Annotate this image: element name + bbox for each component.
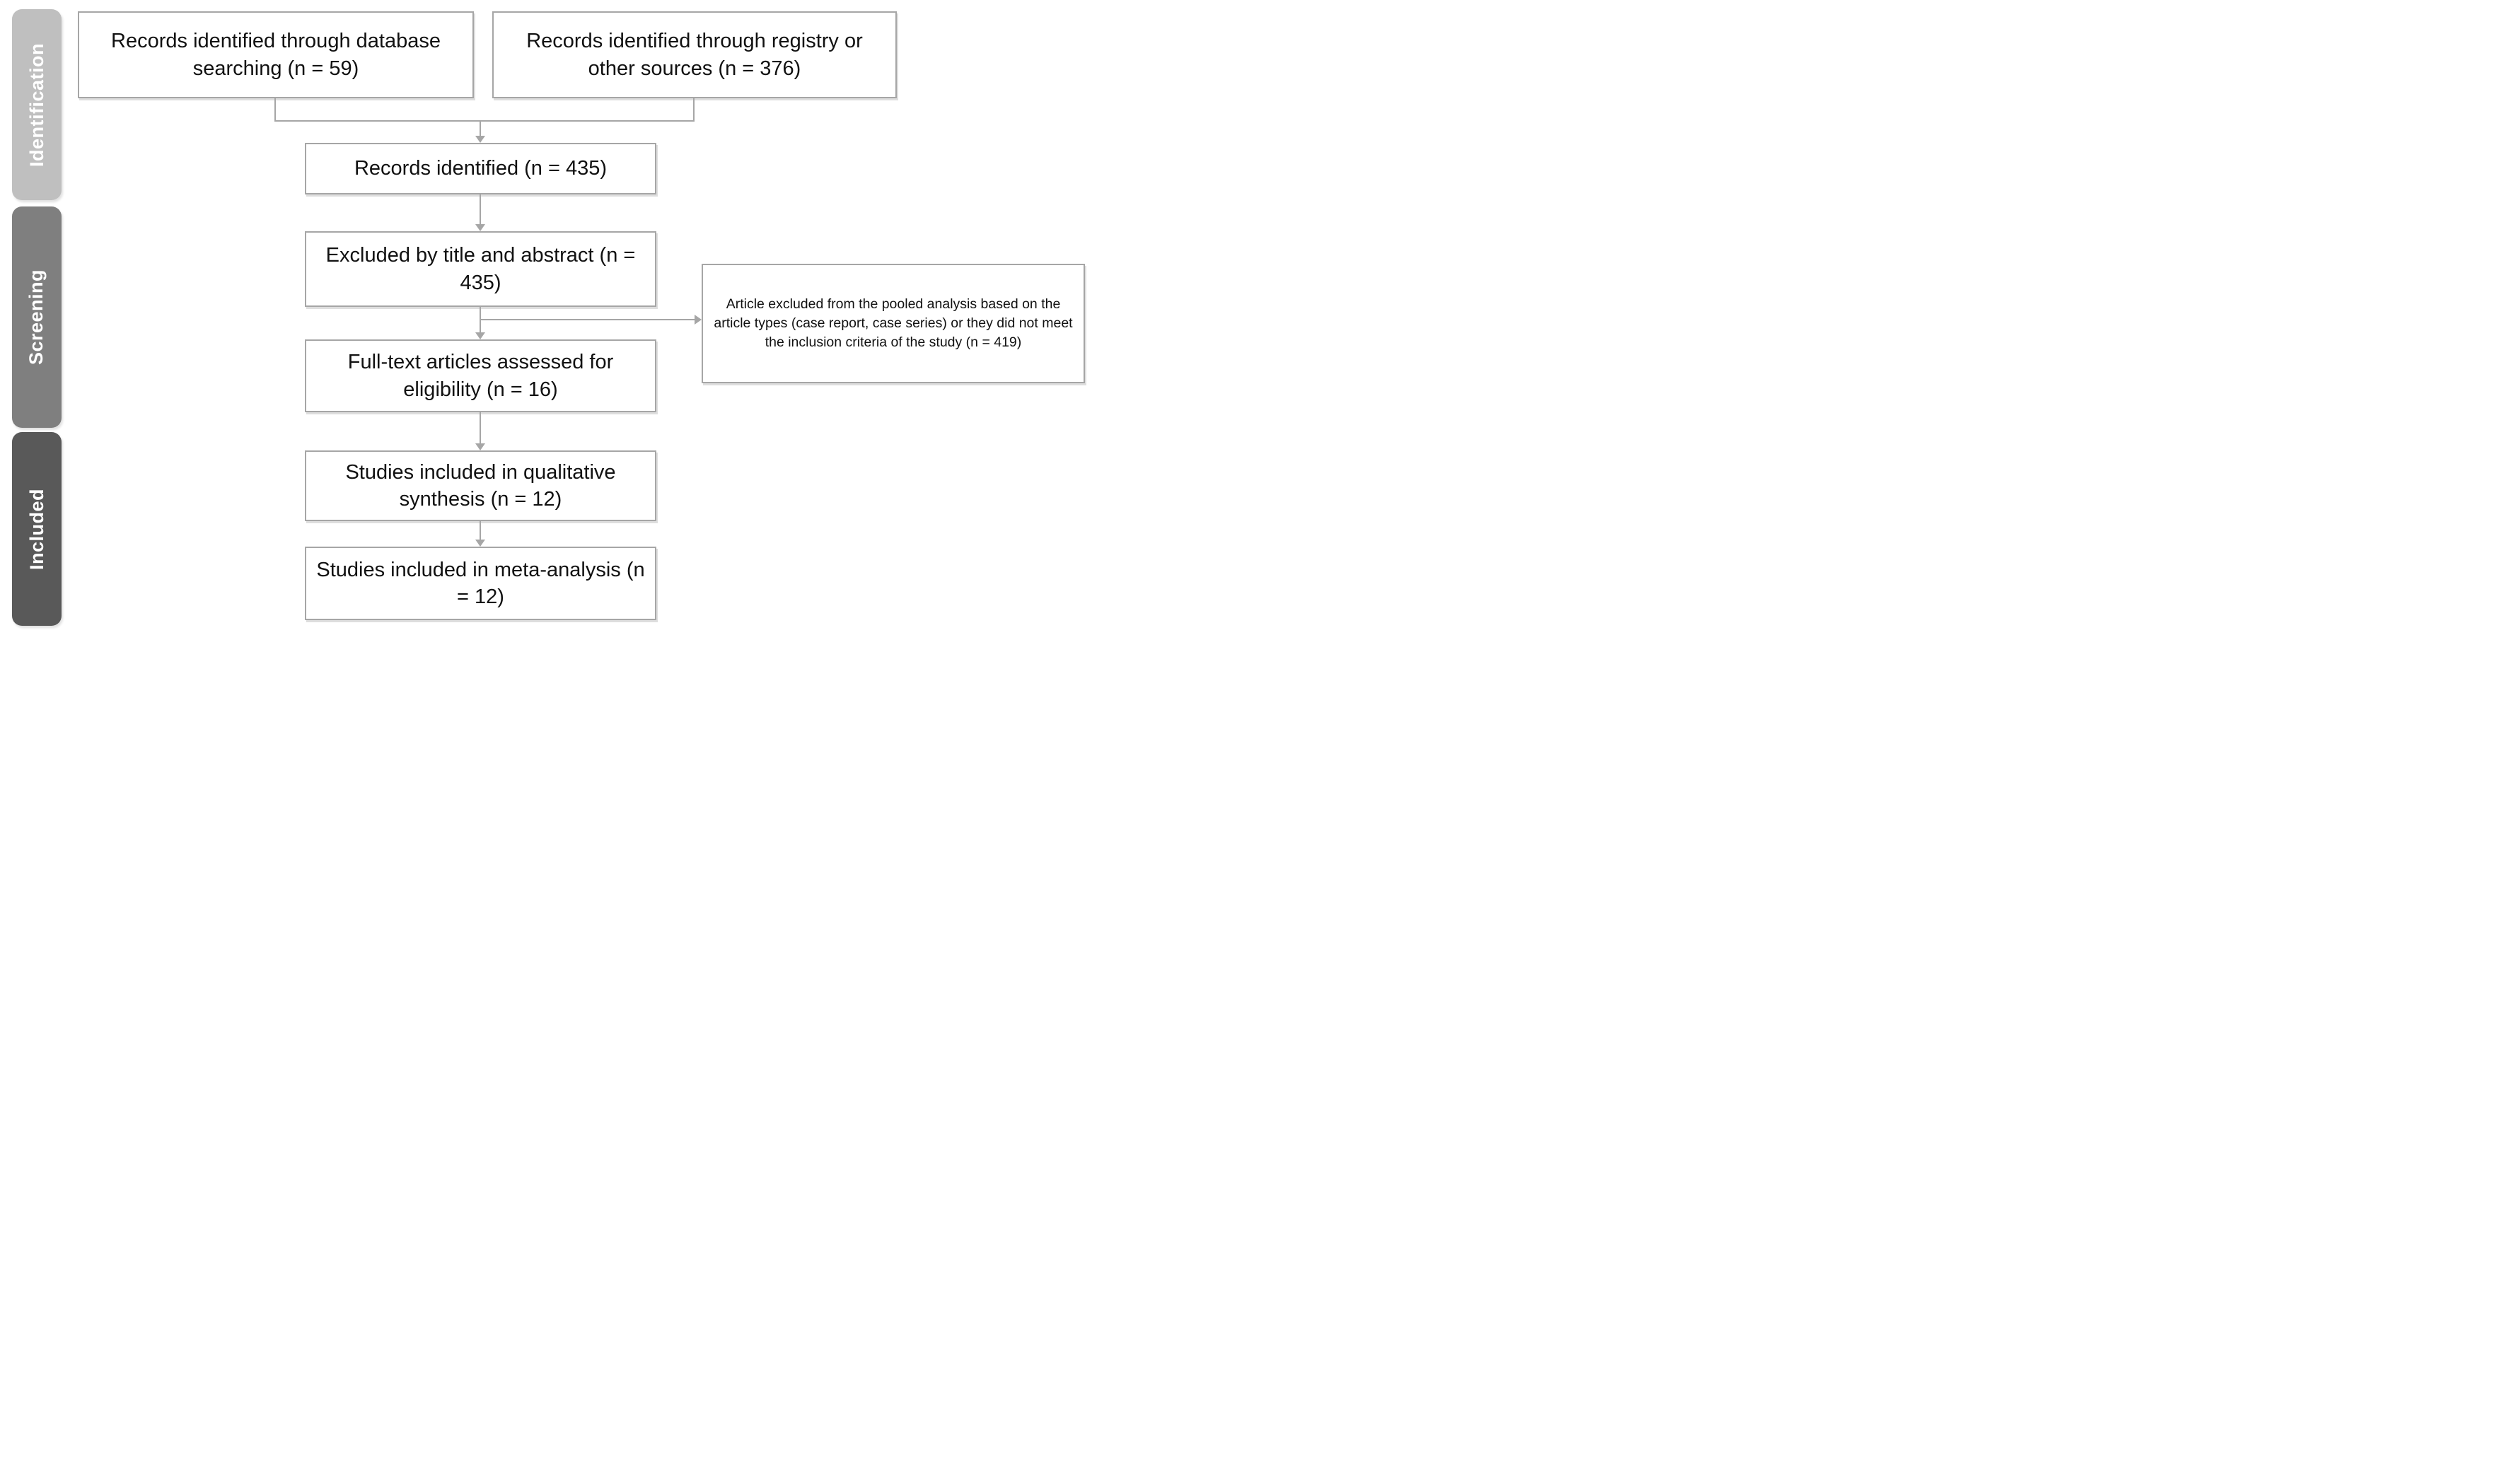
stage-label-identification: Identification: [25, 42, 47, 167]
box-records-identified: Records identified (n = 435): [305, 143, 656, 194]
box-fulltext-assessed-text: Full-text articles assessed for eligibil…: [347, 351, 614, 401]
arrowhead-into-meta: [475, 540, 485, 547]
box-records-database-searching: Records identified through database sear…: [78, 11, 474, 98]
box-qualitative-synthesis: Studies included in qualitative synthesi…: [305, 450, 656, 521]
prisma-flow-diagram: Identification Screening Included Record…: [0, 0, 1089, 635]
box-excluded-title-abstract-text: Excluded by title and abstract (n = 435): [325, 244, 636, 294]
connector-database-down: [274, 98, 276, 122]
connector-merge-to-identified: [480, 122, 481, 137]
arrowhead-into-identified: [475, 136, 485, 143]
box-meta-analysis-text: Studies included in meta-analysis (n = 1…: [316, 558, 645, 608]
connector-merge-horizontal: [274, 120, 695, 122]
box-records-database-searching-text: Records identified through database sear…: [111, 30, 441, 80]
box-exclusion-note: Article excluded from the pooled analysi…: [702, 264, 1085, 383]
box-fulltext-assessed: Full-text articles assessed for eligibil…: [305, 339, 656, 412]
connector-fulltext-to-qualitative: [480, 412, 481, 443]
arrowhead-into-exclusion-note: [695, 315, 702, 325]
connector-identified-to-excluded: [480, 194, 481, 224]
box-qualitative-synthesis-text: Studies included in qualitative synthesi…: [345, 460, 616, 511]
box-exclusion-note-text: Article excluded from the pooled analysi…: [714, 296, 1073, 350]
stage-band-included: Included: [12, 432, 62, 626]
connector-branch-to-exclusion-note: [480, 319, 695, 320]
stage-label-included: Included: [25, 488, 47, 570]
connector-registry-down: [693, 98, 695, 122]
box-records-identified-text: Records identified (n = 435): [354, 157, 608, 180]
arrowhead-into-excluded: [475, 224, 485, 231]
box-records-registry-sources-text: Records identified through registry or o…: [526, 30, 863, 80]
stage-band-screening: Screening: [12, 206, 62, 428]
arrowhead-into-qualitative: [475, 443, 485, 450]
box-excluded-title-abstract: Excluded by title and abstract (n = 435): [305, 231, 656, 307]
arrowhead-into-fulltext: [475, 332, 485, 339]
box-records-registry-sources: Records identified through registry or o…: [492, 11, 897, 98]
stage-band-identification: Identification: [12, 9, 62, 200]
stage-label-screening: Screening: [25, 269, 47, 366]
connector-qualitative-to-meta: [480, 521, 481, 540]
box-meta-analysis: Studies included in meta-analysis (n = 1…: [305, 547, 656, 620]
